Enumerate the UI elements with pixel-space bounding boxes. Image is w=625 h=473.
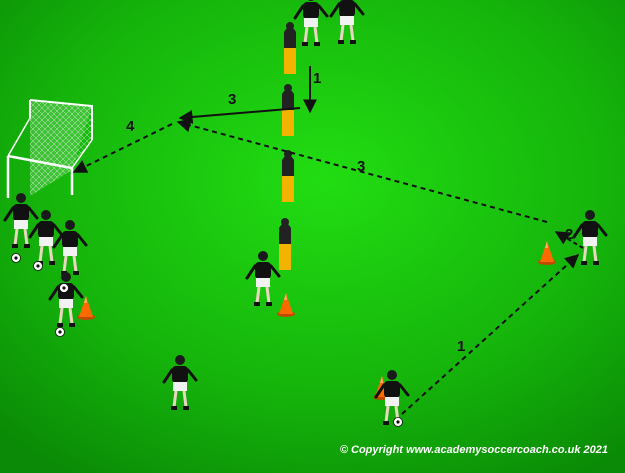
ball-icon: [55, 327, 65, 337]
label-run-3: 3: [228, 91, 236, 108]
ball-icon: [11, 253, 21, 263]
pass-line-1: [401, 254, 580, 415]
label-run-1: 1: [313, 70, 321, 87]
goal-icon: [6, 99, 93, 198]
mannequin-icon: [284, 22, 296, 74]
shot-line-4: [72, 123, 173, 173]
label-2: 2: [565, 226, 573, 243]
mannequin-icon: [282, 150, 294, 202]
label-shot-4: 4: [126, 118, 135, 135]
label-pass-1: 1: [457, 338, 465, 355]
ball-icon: [33, 261, 43, 271]
label-pass-3: 3: [357, 158, 365, 175]
run-line-3: [178, 107, 301, 124]
mannequin-icon: [279, 218, 291, 270]
ball-icon: [59, 283, 69, 293]
pass-line-2: [554, 231, 584, 249]
ball-icon: [393, 417, 403, 427]
pass-line-3: [176, 118, 548, 223]
copyright-text: © Copyright www.academysoccercoach.co.uk…: [340, 444, 608, 456]
